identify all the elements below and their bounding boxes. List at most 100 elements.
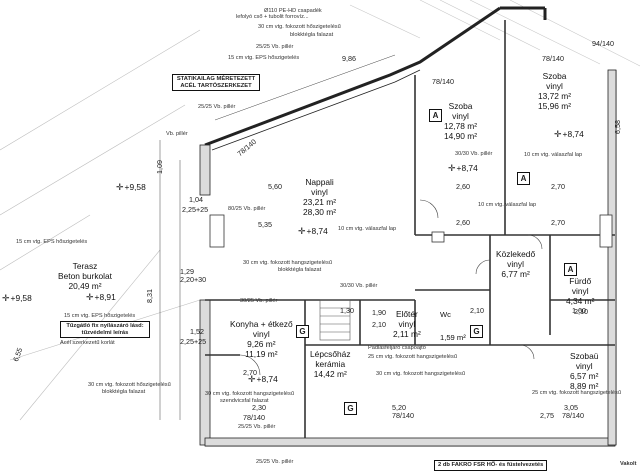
note-blokktegla-top: blokktégla falazat bbox=[290, 32, 334, 38]
room-floor: vinyl bbox=[252, 328, 270, 339]
note-hang-low: 30 cm vtg. fokozott hangszigetelésű bbox=[205, 391, 294, 397]
tag-a-2: A bbox=[517, 172, 530, 185]
note-valaszfal-c: 10 cm vtg. válaszfal lap bbox=[338, 226, 397, 232]
room-area: 6,77 m² bbox=[501, 268, 530, 279]
wall-fill bbox=[199, 69, 617, 447]
dim-831: 8,31 bbox=[145, 289, 154, 303]
dim-225b: 2,25+25 bbox=[180, 337, 207, 346]
room-name: Szoba bbox=[448, 101, 473, 111]
tag-a-3: A bbox=[564, 263, 577, 276]
room-area: 14,42 m² bbox=[313, 368, 347, 379]
room-lepcsohaz: Lépcsőház kerámia 14,42 m² bbox=[310, 349, 351, 380]
staircase bbox=[319, 299, 351, 341]
dim-260a: 2,60 bbox=[456, 182, 470, 191]
room-kozlekedo: Közlekedő vinyl 6,77 m² bbox=[496, 249, 536, 280]
note-piller-2525-low: 25/25 Vb. pillér bbox=[238, 424, 276, 430]
dim-220: 2,20+30 bbox=[180, 275, 207, 284]
room-terasz: Terasz Beton burkolat 20,49 m² bbox=[58, 261, 112, 292]
room-area-net: 12,78 m² bbox=[444, 120, 478, 131]
room-area-net: 9,26 m² bbox=[247, 338, 276, 349]
tag-g-3: G bbox=[470, 325, 483, 338]
window-7818-b: 78/140 bbox=[542, 54, 564, 63]
level-konyha: +8,74 bbox=[248, 375, 278, 384]
note-statikai: STATIKAILAG MÉRETEZETT ACÉL TARTÓSZERKEZ… bbox=[172, 74, 260, 92]
note-szendvics: szendvicsfal falazat bbox=[220, 398, 269, 404]
dim-230: 2,30 bbox=[252, 403, 266, 412]
room-name: Nappali bbox=[305, 177, 334, 187]
room-area-net: 23,21 m² bbox=[303, 196, 337, 207]
dim-260b: 2,60 bbox=[456, 218, 470, 227]
note-eps-top: 15 cm vtg. EPS hőszigetelés bbox=[228, 55, 300, 61]
dim-270c: 2,70 bbox=[551, 218, 565, 227]
interior-walls bbox=[205, 20, 615, 438]
room-floor: vinyl bbox=[452, 110, 469, 121]
note-piller-2525-bottom: 25/25 Vb. pillér bbox=[256, 459, 294, 465]
room-area-gross: 14,90 m² bbox=[444, 130, 478, 141]
dim-210c: 2,10 bbox=[574, 307, 588, 316]
room-area-net: 13,72 m² bbox=[538, 90, 572, 101]
note-lefolyo: lefolyó cső + tubolit forrovíz... bbox=[236, 14, 309, 20]
note-hang-25-c: 25 cm vtg. fokozott hangszigetelésű bbox=[532, 390, 621, 396]
note-acel-korlat: Acél szerkezetű korlát bbox=[60, 340, 115, 346]
room-floor: vinyl bbox=[398, 318, 416, 329]
room-area-gross: 28,30 m² bbox=[303, 206, 337, 217]
note-pe-hd: Ø110 PE-HD csapadék bbox=[264, 8, 322, 14]
room-name: Szobaü bbox=[570, 351, 599, 361]
note-hoszig-low: 30 cm vtg. fokozott hőszigetelésű bbox=[88, 382, 171, 388]
dim-210a: 2,10 bbox=[372, 320, 386, 329]
room-name: Terasz bbox=[72, 261, 98, 271]
level-terasz: +8,91 bbox=[86, 293, 116, 302]
room-name: Előtér bbox=[395, 309, 418, 319]
dim-535: 5,35 bbox=[258, 220, 272, 229]
room-wc: Wc bbox=[440, 310, 451, 320]
level-szoba-1: +8,74 bbox=[448, 164, 478, 173]
room-name: Közlekedő bbox=[496, 249, 536, 259]
room-floor: vinyl bbox=[571, 285, 589, 296]
room-area: 20,49 m² bbox=[68, 280, 102, 291]
note-piller-3030-mid: 30/30 Vb. pillér bbox=[340, 283, 378, 289]
room-area-gross: 15,96 m² bbox=[538, 100, 572, 111]
note-valaszfal-a: 10 cm vtg. válaszfal lap bbox=[524, 152, 583, 158]
dim-152: 1,52 bbox=[190, 327, 204, 336]
room-name: Szoba bbox=[542, 71, 567, 81]
room-furdo: Fürdő vinyl 4,34 m² bbox=[566, 276, 595, 307]
room-floor: kerámia bbox=[315, 358, 346, 369]
tag-g-2: G bbox=[344, 402, 357, 415]
dim-986: 9,86 bbox=[342, 54, 356, 63]
room-wc-area: 1,59 m² bbox=[440, 333, 466, 343]
room-name: Lépcsőház bbox=[310, 349, 351, 359]
note-piller-3025: 30/25 Vb. pillér bbox=[240, 298, 278, 304]
room-szobau: Szobaü vinyl 6,57 m² 8,89 m² bbox=[570, 351, 599, 392]
dim-275: 2,75 bbox=[540, 411, 554, 420]
room-floor: vinyl bbox=[575, 360, 593, 371]
room-area: 4,34 m² bbox=[566, 295, 595, 306]
dim-270b: 2,70 bbox=[243, 368, 257, 377]
level-marker-left: +9,58 bbox=[2, 294, 32, 303]
note-piller-2525-top: 25/25 Vb. pillér bbox=[256, 44, 294, 50]
room-name: Wc bbox=[440, 310, 451, 319]
window-7818-e: 78/140 bbox=[562, 411, 584, 420]
doors bbox=[239, 199, 543, 376]
room-name: Konyha + étkező bbox=[230, 319, 293, 329]
note-hang-mid: 30 cm vtg. fokozott hangszigetelésű bbox=[243, 260, 332, 266]
dim-305: 3,05 bbox=[564, 403, 578, 412]
note-piller-2525-left: 25/25 Vb. pillér bbox=[198, 104, 236, 110]
note-piller-3030-side: 30/30 Vb. pillér bbox=[455, 151, 493, 157]
dim-109: 1,09 bbox=[155, 160, 164, 174]
note-hang-25-b: 30 cm vtg. fokozott hangszigetelésű bbox=[376, 371, 465, 377]
dim-160: 1,60 bbox=[572, 306, 586, 315]
room-nappali: Nappali vinyl 23,21 m² 28,30 m² bbox=[303, 177, 337, 218]
roof-edge bbox=[211, 69, 421, 151]
dim-225: 2,25+25 bbox=[182, 205, 209, 214]
room-name: Fürdő bbox=[569, 276, 592, 286]
dim-560: 5,60 bbox=[268, 182, 282, 191]
room-area-net: 6,57 m² bbox=[570, 370, 599, 381]
dimension-lines bbox=[159, 54, 396, 420]
level-nappali: +8,74 bbox=[298, 227, 328, 236]
terrace-hatch bbox=[0, 29, 201, 421]
dim-130: 1,30 bbox=[340, 306, 354, 315]
tag-g-1: G bbox=[296, 325, 309, 338]
roof-hatch bbox=[349, 0, 640, 67]
note-eps-mid: 15 cm vtg. EPS hőszigetelés bbox=[16, 239, 88, 245]
note-hang-25-a: 25 cm vtg. fokozott hangszigetelésű bbox=[368, 354, 457, 360]
